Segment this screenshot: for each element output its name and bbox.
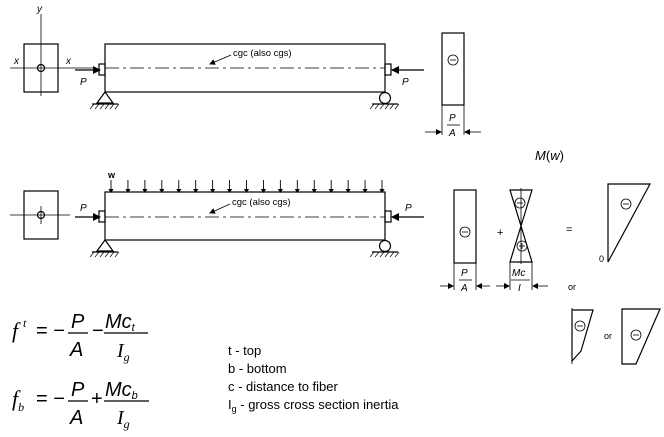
centroid-mark-bottom (36, 210, 46, 220)
pin-support-bottom (95, 238, 115, 252)
stress-P-label-2: P (461, 268, 468, 279)
legend-ig: Ig - gross cross section inertia (228, 397, 399, 414)
centroid-mark (36, 63, 46, 73)
ft-P: P (71, 311, 85, 333)
compression-symbol-2 (459, 226, 471, 238)
cgc-label-bottom: cgc (also cgs) (232, 197, 291, 208)
ft-A: A (69, 339, 83, 361)
ft-sup: t (23, 316, 27, 330)
I-label: I (518, 283, 521, 294)
stress-P-label: P (449, 113, 456, 124)
cgc-label: cgc (also cgs) (233, 48, 292, 59)
distributed-load (108, 180, 385, 193)
stress-axial-bottom: P A (440, 189, 490, 294)
fb-Mc: Mcb (105, 379, 138, 402)
stress-A-label-2: A (460, 283, 468, 294)
stress-A-label: A (448, 128, 456, 139)
result-stress-2 (571, 308, 594, 364)
load-arrow-head (159, 189, 165, 193)
result-stress-1: 0 (599, 183, 652, 264)
fb-P: P (71, 379, 85, 401)
load-arrow-head (193, 189, 199, 193)
Mc-label: Mc (512, 268, 525, 279)
moment-title: M(w) (535, 148, 564, 163)
load-arrow-head (277, 189, 283, 193)
load-label-right: P (402, 77, 409, 88)
load-arrow-head (125, 189, 131, 193)
section-top: y x x (10, 4, 96, 96)
roller-support-bottom (378, 239, 392, 253)
fb-f: fb (12, 386, 24, 414)
compression-symbol (447, 54, 459, 66)
anchor-right-bottom (384, 210, 392, 223)
load-arrow-head (210, 189, 216, 193)
load-arrow-head (176, 189, 182, 193)
moment-label: M(w) (535, 148, 564, 163)
stress-block-axial-top: P A (425, 32, 481, 139)
load-arrow-head (345, 189, 351, 193)
fb-plus: + (91, 388, 103, 410)
ft-f: f (12, 318, 21, 343)
load-label-left-bottom: P (80, 203, 87, 214)
anchor-right (384, 63, 392, 76)
load-arrow-head (294, 189, 300, 193)
load-arrow-head (226, 189, 233, 193)
or-label-2: or (604, 331, 612, 341)
axis-x-label-right: x (65, 56, 72, 67)
load-arrow-head (260, 189, 267, 193)
load-arrow-head (311, 189, 317, 193)
load-arrow-head (108, 189, 114, 193)
roller-support (378, 91, 392, 105)
load-label-right-bottom: P (405, 203, 412, 214)
load-arrow-head (379, 189, 385, 193)
legend: t - top b - bottom c - distance to fiber… (228, 343, 399, 414)
equals-sign: = (566, 224, 572, 236)
result-trapezoid-2 (571, 309, 594, 363)
ft-Mc: Mct (105, 311, 136, 334)
load-label-left: P (80, 77, 87, 88)
stress-bending: Mc I (496, 188, 548, 294)
fb-I: Ig (116, 407, 130, 431)
result-triangle-1 (607, 183, 652, 263)
axial-stress-block-2 (453, 189, 477, 264)
legend-top: t - top (228, 343, 261, 358)
or-label-1: or (568, 282, 576, 292)
legend-c: c - distance to fiber (228, 379, 338, 394)
load-arrow-head (362, 189, 368, 193)
axial-stress-block (441, 32, 465, 106)
pin-support (95, 90, 115, 104)
cgc-leader-bottom (209, 203, 231, 214)
ft-I: Ig (116, 340, 130, 364)
result-stress-3 (621, 308, 661, 365)
legend-bottom: b - bottom (228, 361, 287, 376)
fb-A: A (69, 407, 83, 429)
section-bottom (10, 190, 70, 240)
result-trapezoid-3 (621, 308, 661, 365)
beam-bottom: w P P cgc (also cgs) (75, 170, 424, 258)
axis-y-label: y (36, 4, 43, 15)
load-arrow-head (142, 189, 148, 193)
ft-minus: − (92, 320, 104, 342)
load-arrow-head (243, 189, 250, 193)
formula-top-fiber: f t = − P A − Mct Ig (12, 311, 148, 364)
ft-eq: = − (36, 320, 65, 342)
cgc-leader (209, 54, 232, 65)
zero-label: 0 (599, 254, 604, 264)
axis-x-label-left: x (13, 56, 20, 67)
load-arrow-head (328, 189, 334, 193)
beam-top: P P cgc (also cgs) (75, 43, 424, 110)
ground-hatch-left (89, 103, 120, 110)
load-w-label: w (107, 170, 116, 180)
formula-bottom-fiber: fb = − P A + Mcb Ig (12, 379, 149, 431)
ground-hatch-right (369, 103, 400, 110)
fb-eq: = − (36, 388, 65, 410)
plus-sign: + (497, 227, 503, 239)
